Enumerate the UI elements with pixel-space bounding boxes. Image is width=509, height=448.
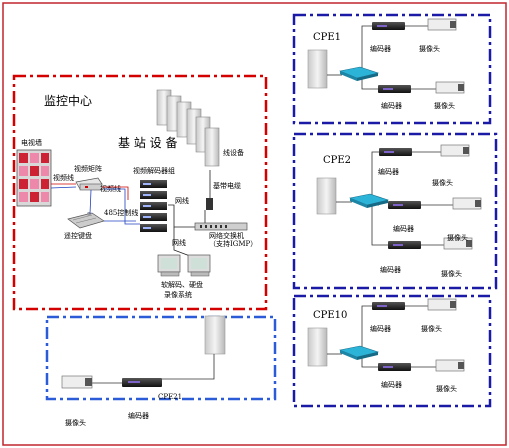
tv-wall-label: 电视墙 xyxy=(21,138,42,147)
cpe2-unit xyxy=(316,177,337,215)
decoder-group-label: 视频解码器组 xyxy=(133,166,175,175)
cpe21-cables xyxy=(92,354,215,384)
video-matrix xyxy=(75,177,103,191)
cpe1-switch-icon xyxy=(338,66,380,81)
cpe2-encoder-top xyxy=(379,148,412,156)
remote-keyboard xyxy=(67,212,105,229)
cpe10-encoder-bottom-label: 编码器 xyxy=(381,380,402,389)
switch-label: 网络交换机 xyxy=(209,231,244,240)
cpe21-camera-label: 摄像头 xyxy=(65,418,86,427)
keyboard-label: 遥控键盘 xyxy=(64,231,92,240)
switch-note: （支持IGMP） xyxy=(209,239,257,248)
cpe1-encoder-bottom xyxy=(378,85,411,93)
cpe10-camera-top-label: 摄像头 xyxy=(421,324,442,333)
video-line-label-1: 视频线 xyxy=(53,173,74,182)
cpe2-encoder-bottom xyxy=(388,241,421,249)
cpe1-camera-bottom-icon xyxy=(435,81,465,94)
cpe1-encoder-top xyxy=(372,22,405,30)
line-equipment-label: 线设备 xyxy=(223,148,244,157)
cpe2-encoder-mid xyxy=(388,201,421,209)
network-switch xyxy=(194,222,248,231)
baseband-cable-label: 基带电缆 xyxy=(213,181,241,190)
monitoring-center-border xyxy=(12,74,268,311)
net-line-label-1: 网线 xyxy=(175,196,189,205)
cpe2-camera-top-icon xyxy=(440,144,470,157)
cpe1-label: CPE1 xyxy=(313,32,341,43)
cpe10-cables xyxy=(327,305,378,368)
cpe21-label: CPE21 xyxy=(158,393,182,401)
cpe10-switch-icon xyxy=(338,345,380,360)
center-cables xyxy=(50,170,211,257)
cpe1-border xyxy=(292,13,492,125)
baseband-plug-icon xyxy=(206,198,213,210)
video-decoder-group xyxy=(140,180,167,232)
monitoring-center-title: 监控中心 xyxy=(44,93,92,108)
cpe21-border xyxy=(45,315,277,401)
cpe1-camera-bottom-label: 摄像头 xyxy=(434,101,455,110)
tv-wall xyxy=(16,149,52,207)
cpe10-encoder-bottom xyxy=(378,363,411,371)
cpe2-camera-bottom-icon xyxy=(443,237,473,250)
base-station-title: 基 站 设 备 xyxy=(118,136,177,150)
cpe2-switch-icon xyxy=(348,193,390,208)
cpe1-camera-top-label: 摄像头 xyxy=(419,44,440,53)
recording-label-2: 录像系统 xyxy=(164,290,192,299)
cpe21-camera-icon xyxy=(61,375,93,389)
cpe2-encoder-top-label: 编码器 xyxy=(378,167,399,176)
cpe1-cables xyxy=(327,25,378,90)
cpe1-encoder-top-label: 编码器 xyxy=(370,44,391,53)
video-matrix-label: 视频矩阵 xyxy=(74,164,102,173)
cpe21-unit xyxy=(204,315,226,355)
cpe2-encoder-mid-label: 编码器 xyxy=(393,224,414,233)
cpe2-camera-mid-icon xyxy=(452,197,482,210)
cpe10-encoder-top xyxy=(372,302,405,310)
cpe2-camera-bottom-label: 摄像头 xyxy=(441,269,462,278)
cpe21-encoder-label: 编码器 xyxy=(128,411,149,420)
cpe10-camera-bottom-label: 摄像头 xyxy=(436,384,457,393)
cpe10-unit xyxy=(307,327,328,367)
cpe2-border xyxy=(292,132,498,290)
rs485-label: 485控制线 xyxy=(104,208,138,217)
cpe2-encoder-bottom-label: 编码器 xyxy=(380,265,401,274)
cpe21-encoder xyxy=(122,378,162,387)
cpe10-camera-bottom-icon xyxy=(435,359,465,372)
cpe1-encoder-bottom-label: 编码器 xyxy=(381,101,402,110)
recording-label-1: 软解码、硬盘 xyxy=(161,280,203,289)
video-line-label-2: 视频线 xyxy=(100,184,121,193)
net-line-label-2: 网线 xyxy=(172,238,186,247)
cpe10-label: CPE10 xyxy=(313,310,347,321)
cpe2-camera-mid-label: 摄像头 xyxy=(447,233,468,242)
cpe10-camera-top-icon xyxy=(427,298,457,311)
recording-pcs xyxy=(157,254,211,277)
cpe10-border xyxy=(292,294,492,408)
cpe1-unit xyxy=(307,49,328,89)
cpe10-encoder-top-label: 编码器 xyxy=(370,324,391,333)
cpe2-label: CPE2 xyxy=(323,155,351,166)
base-station-cabinets xyxy=(156,89,220,167)
cpe2-camera-top-label: 摄像头 xyxy=(432,178,453,187)
cpe1-camera-top-icon xyxy=(427,18,457,31)
